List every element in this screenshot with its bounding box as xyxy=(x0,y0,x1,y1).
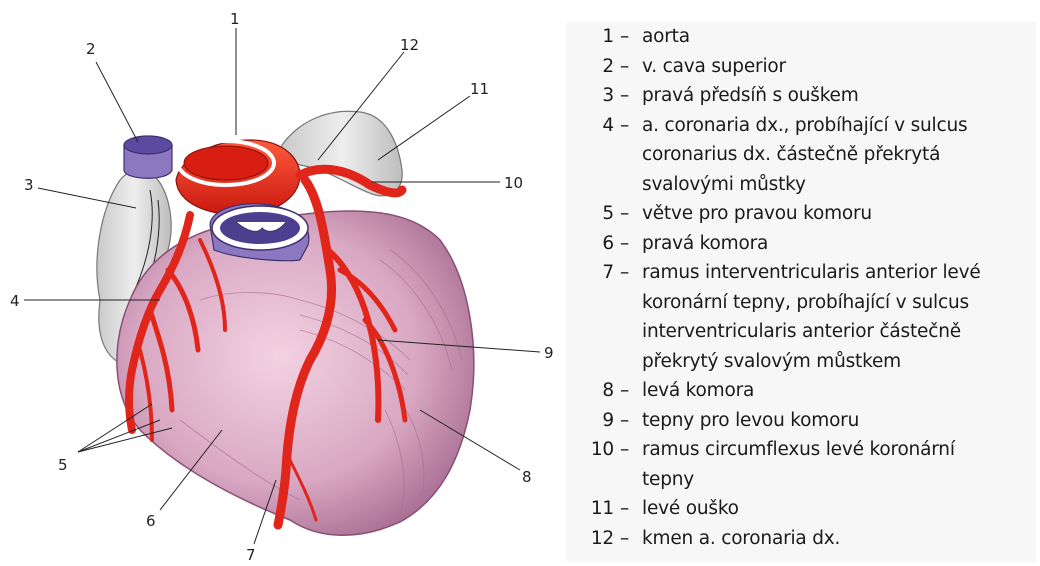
callout-4: 4 xyxy=(10,292,20,310)
legend-dash: – xyxy=(620,199,642,229)
legend-dash xyxy=(620,347,642,377)
legend-item-continuation: coronarius dx. částečně překrytá xyxy=(566,140,1036,170)
legend-text: coronarius dx. částečně překrytá xyxy=(642,140,1036,170)
legend-text: interventricularis anterior částečně xyxy=(642,317,1036,347)
legend-dash: – xyxy=(620,229,642,259)
legend-text: pravá komora xyxy=(642,229,1036,259)
legend-dash xyxy=(620,317,642,347)
legend-number: 2 xyxy=(566,52,620,82)
legend-number xyxy=(566,317,620,347)
legend-text: ramus circumflexus levé koronární xyxy=(642,435,1036,465)
legend-text: překrytý svalovým můstkem xyxy=(642,347,1036,377)
legend-dash: – xyxy=(620,406,642,436)
legend-text: levé ouško xyxy=(642,494,1036,524)
legend-text: ramus interventricularis anterior levé xyxy=(642,258,1036,288)
legend-text: pravá předsíň s ouškem xyxy=(642,81,1036,111)
legend-number: 12 xyxy=(566,524,620,554)
legend-item: 1–aorta xyxy=(566,22,1036,52)
legend-item: 7–ramus interventricularis anterior levé xyxy=(566,258,1036,288)
legend-text: v. cava superior xyxy=(642,52,1036,82)
legend-number xyxy=(566,465,620,495)
callout-11: 11 xyxy=(470,80,489,98)
legend-dash: – xyxy=(620,81,642,111)
legend-item: 12–kmen a. coronaria dx. xyxy=(566,524,1036,554)
legend-number xyxy=(566,347,620,377)
legend-text: levá komora xyxy=(642,376,1036,406)
legend-dash xyxy=(620,170,642,200)
legend-item: 10–ramus circumflexus levé koronární xyxy=(566,435,1036,465)
legend-number: 8 xyxy=(566,376,620,406)
callout-5: 5 xyxy=(58,456,68,474)
legend-number: 10 xyxy=(566,435,620,465)
legend-dash xyxy=(620,140,642,170)
legend-number: 6 xyxy=(566,229,620,259)
legend-text: větve pro pravou komoru xyxy=(642,199,1036,229)
legend-number: 11 xyxy=(566,494,620,524)
callout-2: 2 xyxy=(86,40,96,58)
callout-9: 9 xyxy=(544,344,554,362)
legend-text: kmen a. coronaria dx. xyxy=(642,524,1036,554)
legend-text: a. coronaria dx., probíhající v sulcus xyxy=(642,111,1036,141)
legend-text: tepny xyxy=(642,465,1036,495)
legend-item-continuation: překrytý svalovým můstkem xyxy=(566,347,1036,377)
legend-text: koronární tepny, probíhající v sulcus xyxy=(642,288,1036,318)
callout-10: 10 xyxy=(504,174,523,192)
legend-number xyxy=(566,288,620,318)
legend-dash: – xyxy=(620,524,642,554)
legend-item: 11–levé ouško xyxy=(566,494,1036,524)
legend-item: 2–v. cava superior xyxy=(566,52,1036,82)
legend-dash: – xyxy=(620,258,642,288)
legend-number: 7 xyxy=(566,258,620,288)
legend-dash: – xyxy=(620,52,642,82)
callout-3: 3 xyxy=(24,176,34,194)
legend-item-continuation: svalovými můstky xyxy=(566,170,1036,200)
callout-6: 6 xyxy=(146,512,156,530)
callout-12: 12 xyxy=(400,36,419,54)
legend-number: 3 xyxy=(566,81,620,111)
legend-number xyxy=(566,170,620,200)
legend-dash: – xyxy=(620,494,642,524)
legend-dash xyxy=(620,465,642,495)
legend-number: 1 xyxy=(566,22,620,52)
legend-number xyxy=(566,140,620,170)
callout-1: 1 xyxy=(230,10,240,28)
legend-item: 8–levá komora xyxy=(566,376,1036,406)
legend-item-continuation: tepny xyxy=(566,465,1036,495)
left-auricle-shape xyxy=(282,111,402,195)
legend-item: 6–pravá komora xyxy=(566,229,1036,259)
legend-item: 5–větve pro pravou komoru xyxy=(566,199,1036,229)
legend-number: 5 xyxy=(566,199,620,229)
legend-item-continuation: interventricularis anterior částečně xyxy=(566,317,1036,347)
legend-text: svalovými můstky xyxy=(642,170,1036,200)
legend-dash: – xyxy=(620,22,642,52)
callout-7: 7 xyxy=(246,546,256,564)
legend-text: tepny pro levou komoru xyxy=(642,406,1036,436)
legend-dash: – xyxy=(620,435,642,465)
legend-text: aorta xyxy=(642,22,1036,52)
legend-item: 4–a. coronaria dx., probíhající v sulcus xyxy=(566,111,1036,141)
legend-dash: – xyxy=(620,376,642,406)
legend-number: 9 xyxy=(566,406,620,436)
legend-item: 9–tepny pro levou komoru xyxy=(566,406,1036,436)
callout-8: 8 xyxy=(522,468,532,486)
legend-number: 4 xyxy=(566,111,620,141)
legend-dash xyxy=(620,288,642,318)
legend-item-continuation: koronární tepny, probíhající v sulcus xyxy=(566,288,1036,318)
legend-dash: – xyxy=(620,111,642,141)
legend-item: 3–pravá předsíň s ouškem xyxy=(566,81,1036,111)
